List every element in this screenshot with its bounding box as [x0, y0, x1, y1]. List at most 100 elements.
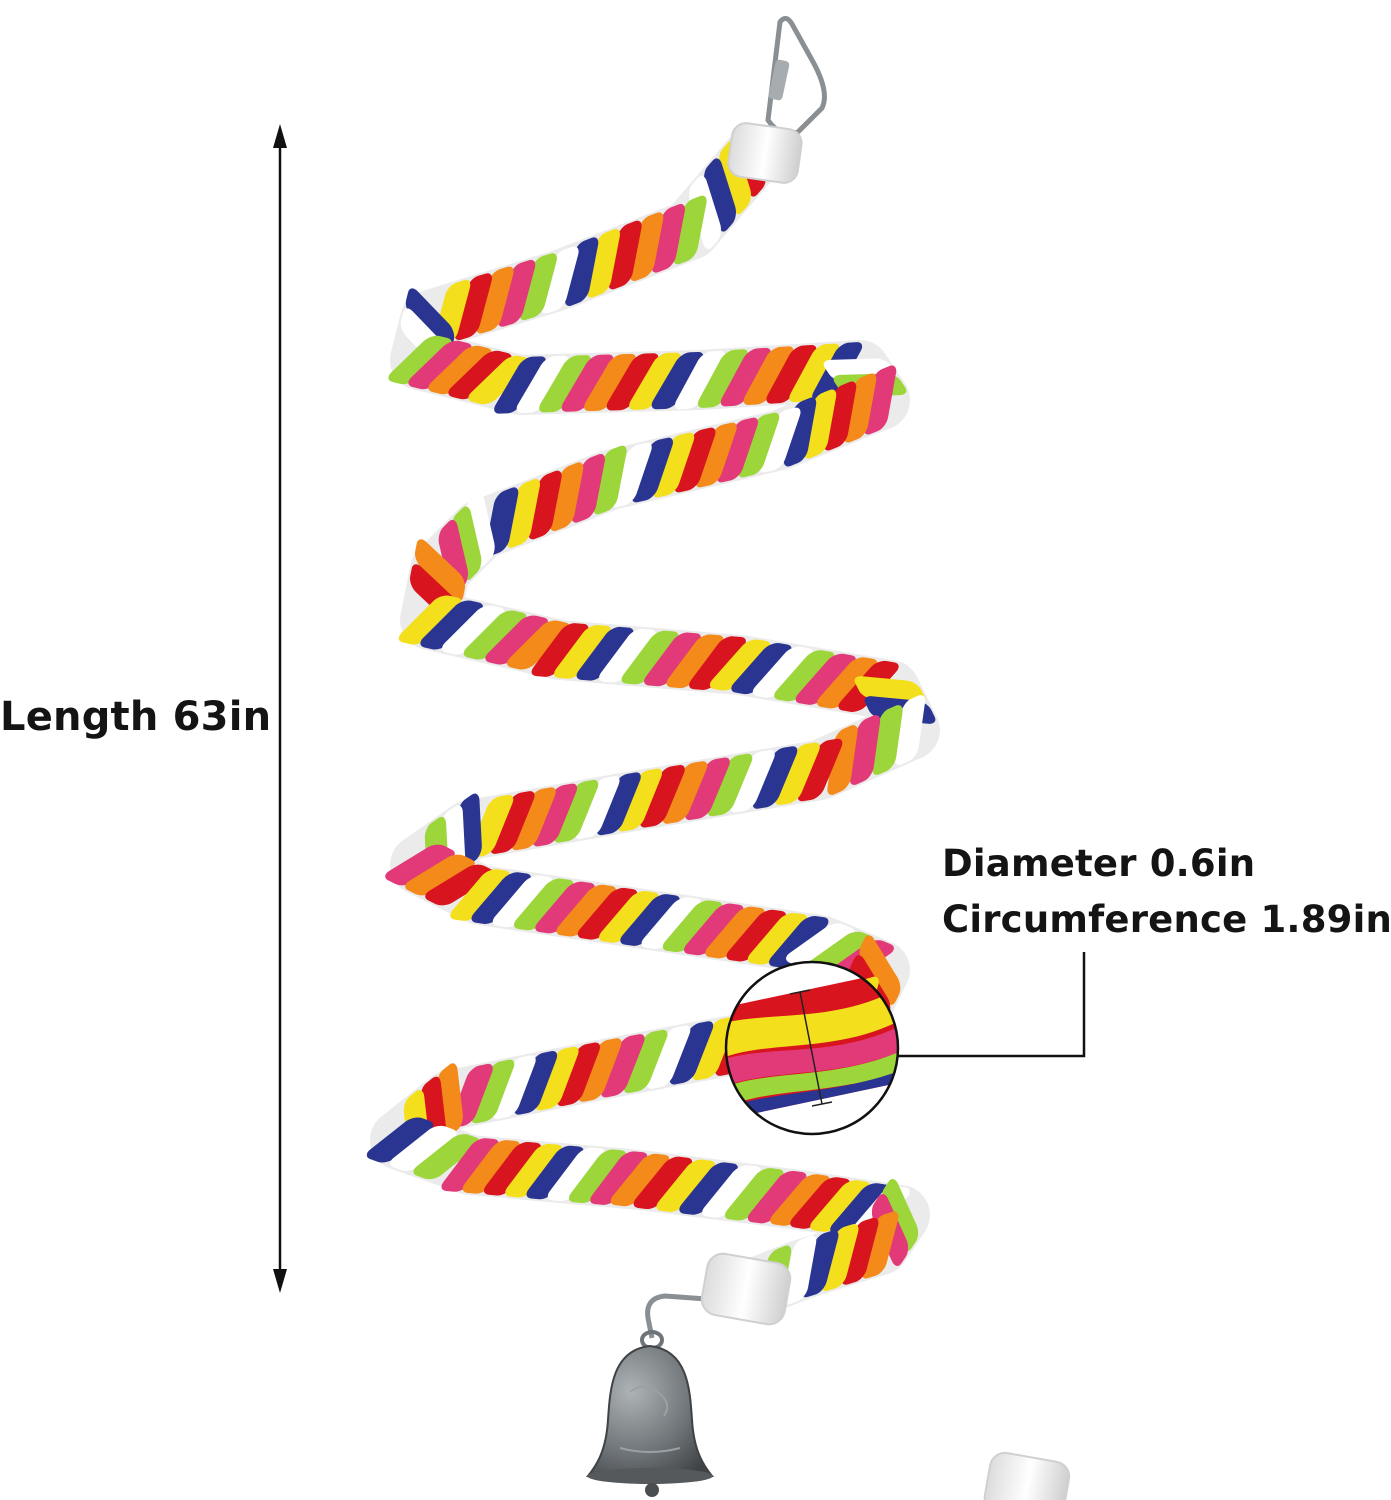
length-measure-arrow: [273, 124, 287, 1293]
rope-twist-segment: [610, 1153, 670, 1207]
rope-twist-segment: [881, 1179, 919, 1251]
rope-twist-segment: [514, 1051, 558, 1115]
rope-twist-segment: [617, 768, 663, 832]
rope-twist-segment: [532, 783, 578, 847]
rope-twist-segment: [707, 753, 753, 817]
rope-twist-segment: [596, 772, 641, 836]
rope-twist-segment: [621, 630, 679, 685]
rope-twist-segment: [366, 1117, 434, 1163]
rope-twist-segment: [752, 746, 798, 809]
rope-twist-segment: [390, 1125, 457, 1171]
rope-twist-segment: [505, 1143, 563, 1198]
rope-twist-segment: [577, 887, 638, 940]
rope-twist-segment: [684, 903, 744, 956]
rope-twist-segment: [599, 628, 656, 683]
rope-twist-segment: [452, 506, 482, 581]
rope-twist-segment: [405, 854, 475, 896]
rope-twist-segment: [725, 1168, 784, 1221]
rope-twist-segment: [673, 195, 707, 265]
rope-twist-segment: [704, 158, 736, 232]
rope-twist-segment: [674, 427, 716, 493]
rope-twist-segment: [586, 228, 620, 298]
rope-twist-segment: [620, 894, 680, 946]
rope-twist-segment: [539, 355, 591, 413]
rope-twist-segment: [689, 175, 721, 250]
rope-twist-segment: [861, 1211, 899, 1279]
rope-twist-segment: [388, 335, 452, 385]
rope-twist-segment: [535, 881, 595, 934]
rope-twist-segment: [506, 478, 540, 548]
rope-twist-segment: [385, 844, 455, 886]
rope-twist-segment: [601, 1034, 645, 1098]
rope-twist-segment: [629, 352, 681, 410]
rope-twist-segment: [656, 1159, 715, 1212]
rope-twist-segment: [843, 373, 877, 443]
rope-twist-segment: [490, 791, 535, 854]
rope-twist-segment: [817, 657, 878, 709]
rope-twist-segment: [790, 1177, 850, 1229]
rope-twist-segment: [726, 909, 786, 962]
rope-twist-segment: [766, 344, 817, 404]
rope-twist-segment: [644, 632, 701, 687]
rope-twist-segment: [578, 1038, 622, 1102]
rope-twist-segment: [476, 266, 514, 334]
rope-twist-segment: [531, 623, 589, 677]
rope-twist-segment: [526, 1145, 584, 1200]
rope-twist-segment: [770, 1174, 830, 1226]
rope-twist-segment: [454, 273, 492, 341]
rope-twist-segment: [797, 738, 843, 802]
circumference-label: Circumference 1.89in: [942, 898, 1391, 941]
rope-twist-segment: [413, 1134, 480, 1180]
rope-twist-segment: [630, 212, 664, 282]
rope-twist-segment: [662, 761, 708, 824]
rope-twist-segment: [646, 1025, 691, 1089]
rope-twist-segment: [557, 1042, 600, 1107]
rope-twist-segment: [679, 1162, 738, 1215]
rope-twist-segment: [719, 140, 751, 215]
rope-twist-segment: [641, 897, 701, 949]
rope-twist-segment: [584, 353, 636, 412]
rope-twist-segment: [631, 437, 674, 503]
top-end-cap: [727, 122, 803, 184]
rope-twist-segment: [810, 1180, 870, 1232]
magnifier-circle-icon: [724, 960, 900, 1136]
rope-twist-segment: [561, 354, 614, 412]
rope-twist-segment: [651, 203, 685, 273]
rope-twist-segment: [492, 875, 553, 928]
rope-twist-segment: [666, 634, 724, 689]
rope-twist-segment: [697, 349, 748, 408]
rope-twist-segment: [554, 625, 611, 679]
rope-twist-segment: [801, 1230, 839, 1298]
rope-twist-segment: [442, 605, 505, 655]
rope-twist-segment: [471, 1059, 515, 1124]
rope-twist-segment: [803, 389, 837, 459]
rope-twist-segment: [535, 1046, 579, 1111]
bottom-end-cap: [983, 1451, 1071, 1500]
rope-twist-segment: [738, 412, 780, 478]
rope-twist-segment: [569, 1149, 626, 1203]
rope-twist-segment: [608, 220, 642, 290]
rope-twist-segment: [769, 916, 829, 968]
rope-twist-segment: [514, 878, 574, 931]
rope-twist-segment: [675, 350, 725, 410]
rope-twist-segment: [485, 615, 548, 665]
rope-twist-segment: [795, 653, 856, 705]
rope-twist-segment: [830, 1183, 890, 1235]
rope-twist-segment: [786, 923, 854, 967]
rope-twist-segment: [709, 639, 771, 691]
rope-twist-segment: [575, 776, 620, 839]
rope-twist-segment: [492, 1055, 536, 1119]
rope-twist-segment: [702, 1165, 761, 1218]
rope-twist-segment: [669, 1021, 714, 1085]
rope-twist-segment: [462, 1140, 520, 1194]
rope-twist-segment: [511, 787, 556, 851]
rope-twist-segment: [863, 365, 897, 435]
rope-twist-segment: [494, 356, 546, 414]
rope-twist-segment: [405, 288, 455, 352]
rope-twist-segment: [593, 445, 627, 515]
rope-twist-segment: [599, 891, 659, 943]
rope-twist-segment: [685, 757, 730, 821]
rope-twist-segment: [720, 347, 771, 407]
